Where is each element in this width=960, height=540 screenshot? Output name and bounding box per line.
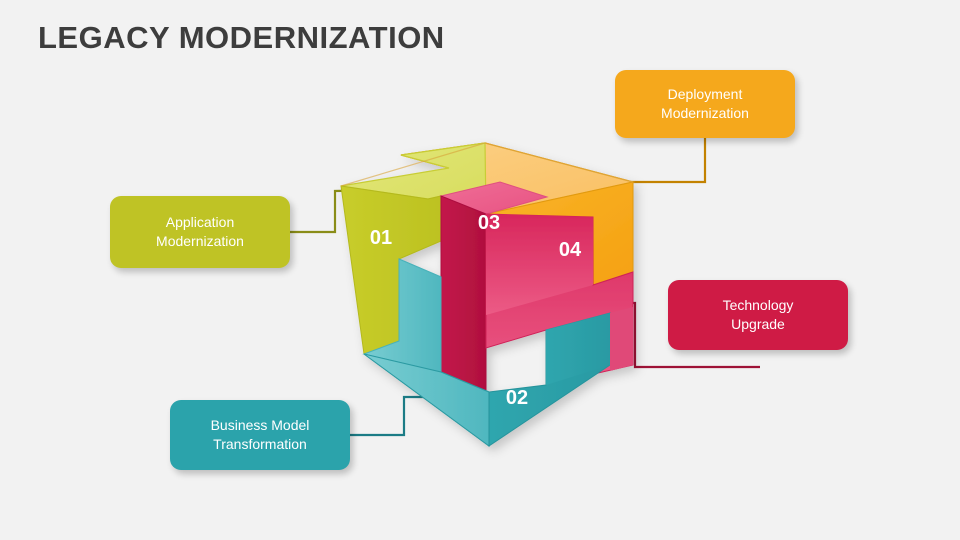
page-title: LEGACY MODERNIZATION bbox=[38, 20, 445, 55]
callout-label-deployment-modernization: Deployment Modernization bbox=[661, 86, 749, 121]
isometric-cube: 01 02 03 04 bbox=[340, 142, 636, 447]
cube-number-02: 02 bbox=[506, 387, 528, 409]
cube-number-04: 04 bbox=[559, 239, 582, 261]
cube-number-01: 01 bbox=[370, 227, 392, 249]
cube-block-02 bbox=[362, 258, 611, 447]
callout-label-technology-upgrade: Technology Upgrade bbox=[722, 297, 794, 332]
callout-application-modernization[interactable]: Application Modernization bbox=[110, 196, 290, 268]
cube-number-03: 03 bbox=[478, 212, 500, 234]
cube-edges bbox=[340, 142, 634, 187]
cube-block-03-overlay bbox=[610, 307, 633, 371]
callout-label-application-modernization: Application Modernization bbox=[156, 214, 244, 249]
callout-label-business-model-transformation: Business Model Transformation bbox=[210, 417, 310, 452]
callout-technology-upgrade[interactable]: Technology Upgrade bbox=[668, 280, 848, 350]
callout-deployment-modernization[interactable]: Deployment Modernization bbox=[615, 70, 795, 138]
callout-business-model-transformation[interactable]: Business Model Transformation bbox=[170, 400, 350, 470]
